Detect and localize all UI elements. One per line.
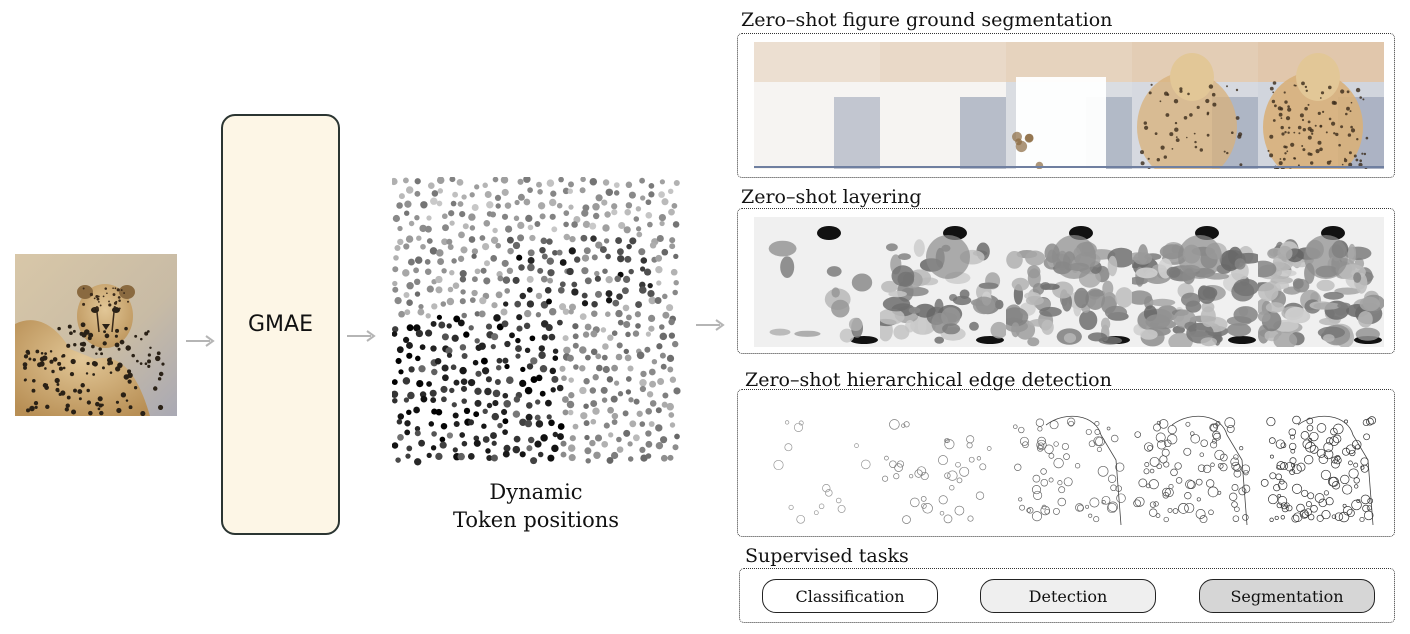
thumbnail-image xyxy=(754,217,880,347)
segmentation-thumbnails xyxy=(754,42,1385,169)
edge-thumbnails xyxy=(754,400,1385,528)
thumbnail-image xyxy=(880,217,1006,347)
thumbnail-image xyxy=(1258,42,1384,169)
thumbnail-image xyxy=(880,42,1006,169)
thumbnail-image xyxy=(1132,42,1258,169)
thumbnail-image xyxy=(754,42,880,169)
arrow-right-icon xyxy=(186,335,215,347)
token-caption: Dynamic Token positions xyxy=(420,478,652,534)
gmae-label: GMAE xyxy=(248,312,313,337)
classification-label: Classification xyxy=(795,586,905,606)
cheetah-photo xyxy=(15,254,177,416)
arrow-right-icon xyxy=(347,330,376,342)
thumbnail-image xyxy=(1258,400,1384,528)
segmentation-task-label: Segmentation xyxy=(1230,586,1344,606)
token-scatter xyxy=(392,177,681,466)
layering-panel xyxy=(737,208,1395,354)
layering-title: Zero–shot layering xyxy=(741,186,922,208)
thumbnail-image xyxy=(1006,400,1132,528)
thumbnail-image xyxy=(1258,217,1384,347)
token-caption-line2: Token positions xyxy=(452,508,620,532)
edges-title: Zero–shot hierarchical edge detection xyxy=(745,369,1112,391)
segmentation-pill: Segmentation xyxy=(1199,579,1375,613)
supervised-panel: Classification Detection Segmentation xyxy=(739,568,1395,623)
gmae-model-box: GMAE xyxy=(221,114,340,535)
thumbnail-image xyxy=(1132,217,1258,347)
thumbnail-image xyxy=(1006,42,1132,169)
thumbnail-image xyxy=(1006,217,1132,347)
edges-panel xyxy=(737,389,1395,537)
detection-label: Detection xyxy=(1028,586,1108,606)
detection-pill: Detection xyxy=(980,579,1156,613)
classification-pill: Classification xyxy=(762,579,938,613)
arrow-right-icon xyxy=(696,319,725,331)
token-caption-line1: Dynamic xyxy=(489,480,583,504)
thumbnail-image xyxy=(754,400,880,528)
thumbnail-image xyxy=(1132,400,1258,528)
thumbnail-image xyxy=(880,400,1006,528)
segmentation-title: Zero–shot figure ground segmentation xyxy=(741,9,1113,31)
segmentation-panel xyxy=(737,33,1395,178)
supervised-title: Supervised tasks xyxy=(745,545,909,567)
layering-thumbnails xyxy=(754,217,1385,347)
